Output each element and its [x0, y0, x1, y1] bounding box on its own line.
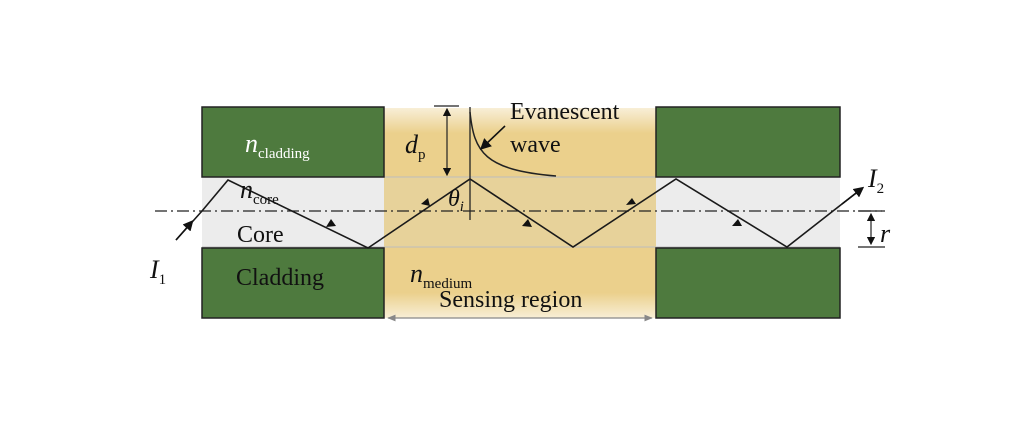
label-n-cladding: ncladding	[245, 129, 310, 162]
cladding-top-right	[655, 106, 841, 178]
evanescent-curve	[469, 111, 557, 177]
label-evanescent: Evanescent	[510, 99, 620, 125]
ray-arrow-out	[841, 186, 865, 205]
cladding-bottom-right	[655, 247, 841, 319]
ray-arrow-in	[175, 220, 194, 241]
ray-arrow-5	[626, 198, 636, 205]
evanescent-pointer	[479, 125, 506, 150]
label-r: r	[880, 219, 891, 248]
ray-arrow-2	[326, 219, 336, 227]
label-core: Core	[237, 222, 284, 248]
label-theta-i: θi	[448, 186, 464, 215]
label-dp: dp	[405, 130, 426, 163]
light-ray-path	[175, 178, 861, 249]
ray-arrow-6	[732, 219, 742, 226]
ray-arrow-4	[522, 219, 532, 227]
label-i1: I1	[149, 255, 166, 288]
label-i2: I2	[867, 164, 884, 197]
label-sensing-region: Sensing region	[439, 287, 582, 313]
cladding-top-left	[201, 106, 385, 178]
fiber-core-right	[656, 177, 840, 247]
label-n-core: ncore	[240, 175, 279, 208]
label-wave: wave	[510, 132, 561, 158]
cladding-bottom-left	[201, 247, 385, 319]
label-n-medium: nmedium	[410, 259, 472, 292]
ray-arrow-3	[421, 198, 430, 206]
label-cladding: Cladding	[236, 265, 324, 291]
